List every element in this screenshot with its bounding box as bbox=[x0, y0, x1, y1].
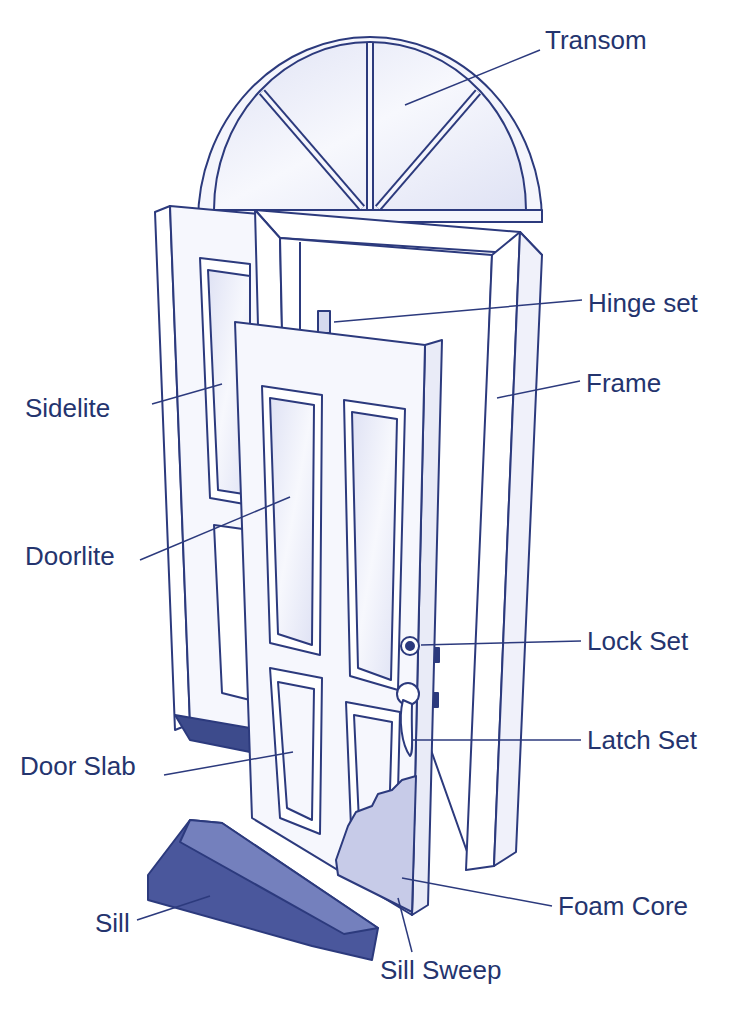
part-label: Sidelite bbox=[25, 394, 110, 422]
part-label: Doorlite bbox=[25, 542, 115, 570]
part-label: Sill Sweep bbox=[380, 956, 501, 984]
part-label: Foam Core bbox=[558, 892, 688, 920]
door-slab bbox=[235, 322, 442, 915]
door-sill bbox=[148, 820, 378, 960]
transom-window bbox=[198, 37, 542, 222]
leader-lines bbox=[137, 50, 582, 952]
part-label: Frame bbox=[586, 369, 661, 397]
part-label: Door Slab bbox=[20, 752, 136, 780]
part-label: Hinge set bbox=[588, 289, 698, 317]
part-label: Latch Set bbox=[587, 726, 697, 754]
part-label: Sill bbox=[95, 909, 130, 937]
door-frame bbox=[255, 210, 542, 870]
part-label: Transom bbox=[545, 26, 647, 54]
part-label: Lock Set bbox=[587, 627, 688, 655]
